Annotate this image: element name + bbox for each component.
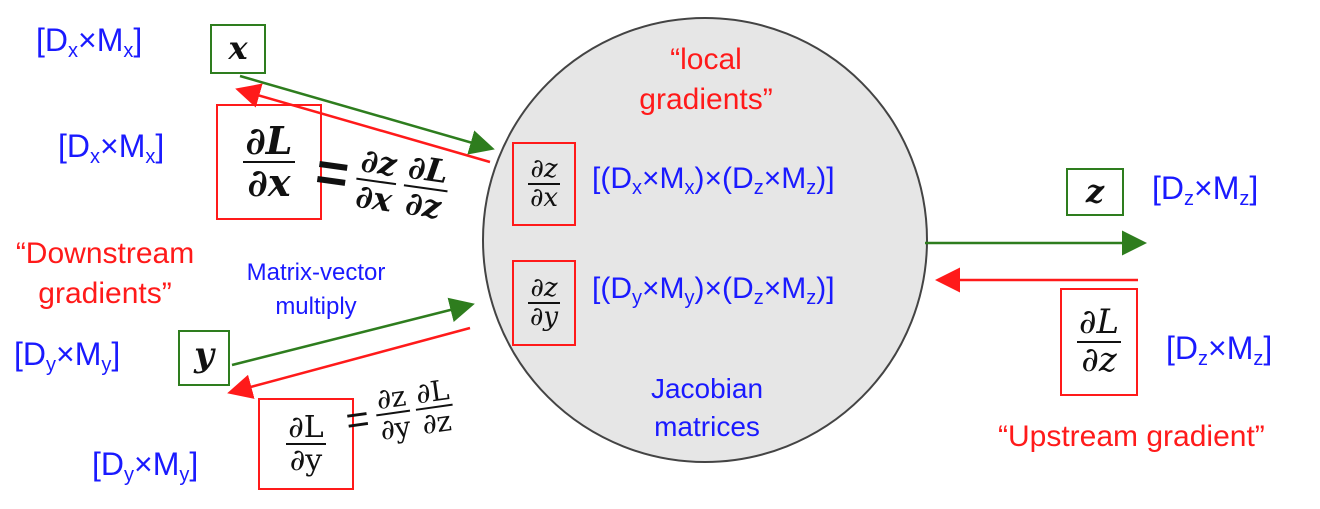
dzdy-fraction: ∂z∂y	[527, 272, 561, 332]
y-chain-dzdy: ∂z∂y	[374, 379, 413, 448]
dzdy-jacobian-shape-label: [(Dy×My)×(Dz×Mz)]	[592, 272, 835, 309]
dzdx-local-gradient: ∂z∂x	[512, 142, 576, 226]
matrix-vector-multiply-label: Matrix-vector multiply	[246, 259, 386, 320]
z-output-variable: z	[1066, 168, 1124, 216]
x-forward-arrow	[239, 74, 495, 155]
y-gradient-shape-label: [Dy×My]	[92, 446, 199, 486]
z-gradient-shape-label: [Dz×Mz]	[1166, 330, 1273, 370]
y-backward-arrow	[227, 326, 471, 399]
x-chain-dzdx: ∂z∂x	[353, 141, 400, 220]
dLdx-downstream-gradient: ∂L∂x	[216, 104, 322, 220]
dzdy-local-gradient: ∂z∂y	[512, 260, 576, 346]
x-gradient-shape-label: [Dx×Mx]	[58, 128, 165, 168]
function-node-circle	[482, 17, 928, 463]
z-shape-label: [Dz×Mz]	[1152, 170, 1259, 210]
dLdy-downstream-gradient: ∂L∂y	[258, 398, 354, 490]
y-input-variable: y	[178, 330, 230, 386]
jacobian-matrices-label: Jacobian matrices	[650, 373, 764, 442]
x-backward-arrow	[235, 83, 491, 164]
y-chain-rule-product: ∂z∂y ∂L∂z	[372, 373, 457, 448]
dLdz-upstream-gradient: ∂L∂z	[1060, 288, 1138, 396]
dLdy-fraction: ∂L∂y	[286, 409, 326, 478]
local-gradients-label: “local gradients”	[639, 43, 773, 116]
downstream-gradients-label: “Downstream gradients”	[15, 237, 195, 310]
y-forward-arrow	[231, 297, 475, 367]
dLdx-fraction: ∂L∂x	[243, 118, 295, 205]
upstream-gradient-label: “Upstream gradient”	[998, 420, 1265, 453]
x-input-variable: x	[210, 24, 266, 74]
dzdx-fraction: ∂z∂x	[527, 153, 561, 213]
x-chain-rule-product: ∂z∂x ∂L∂z	[352, 141, 453, 226]
dLdz-fraction: ∂L∂z	[1076, 302, 1122, 380]
x-shape-label: [Dx×Mx]	[36, 22, 143, 62]
dzdx-jacobian-shape-label: [(Dx×Mx)×(Dz×Mz)]	[592, 162, 835, 199]
y-shape-label: [Dy×My]	[14, 336, 121, 376]
